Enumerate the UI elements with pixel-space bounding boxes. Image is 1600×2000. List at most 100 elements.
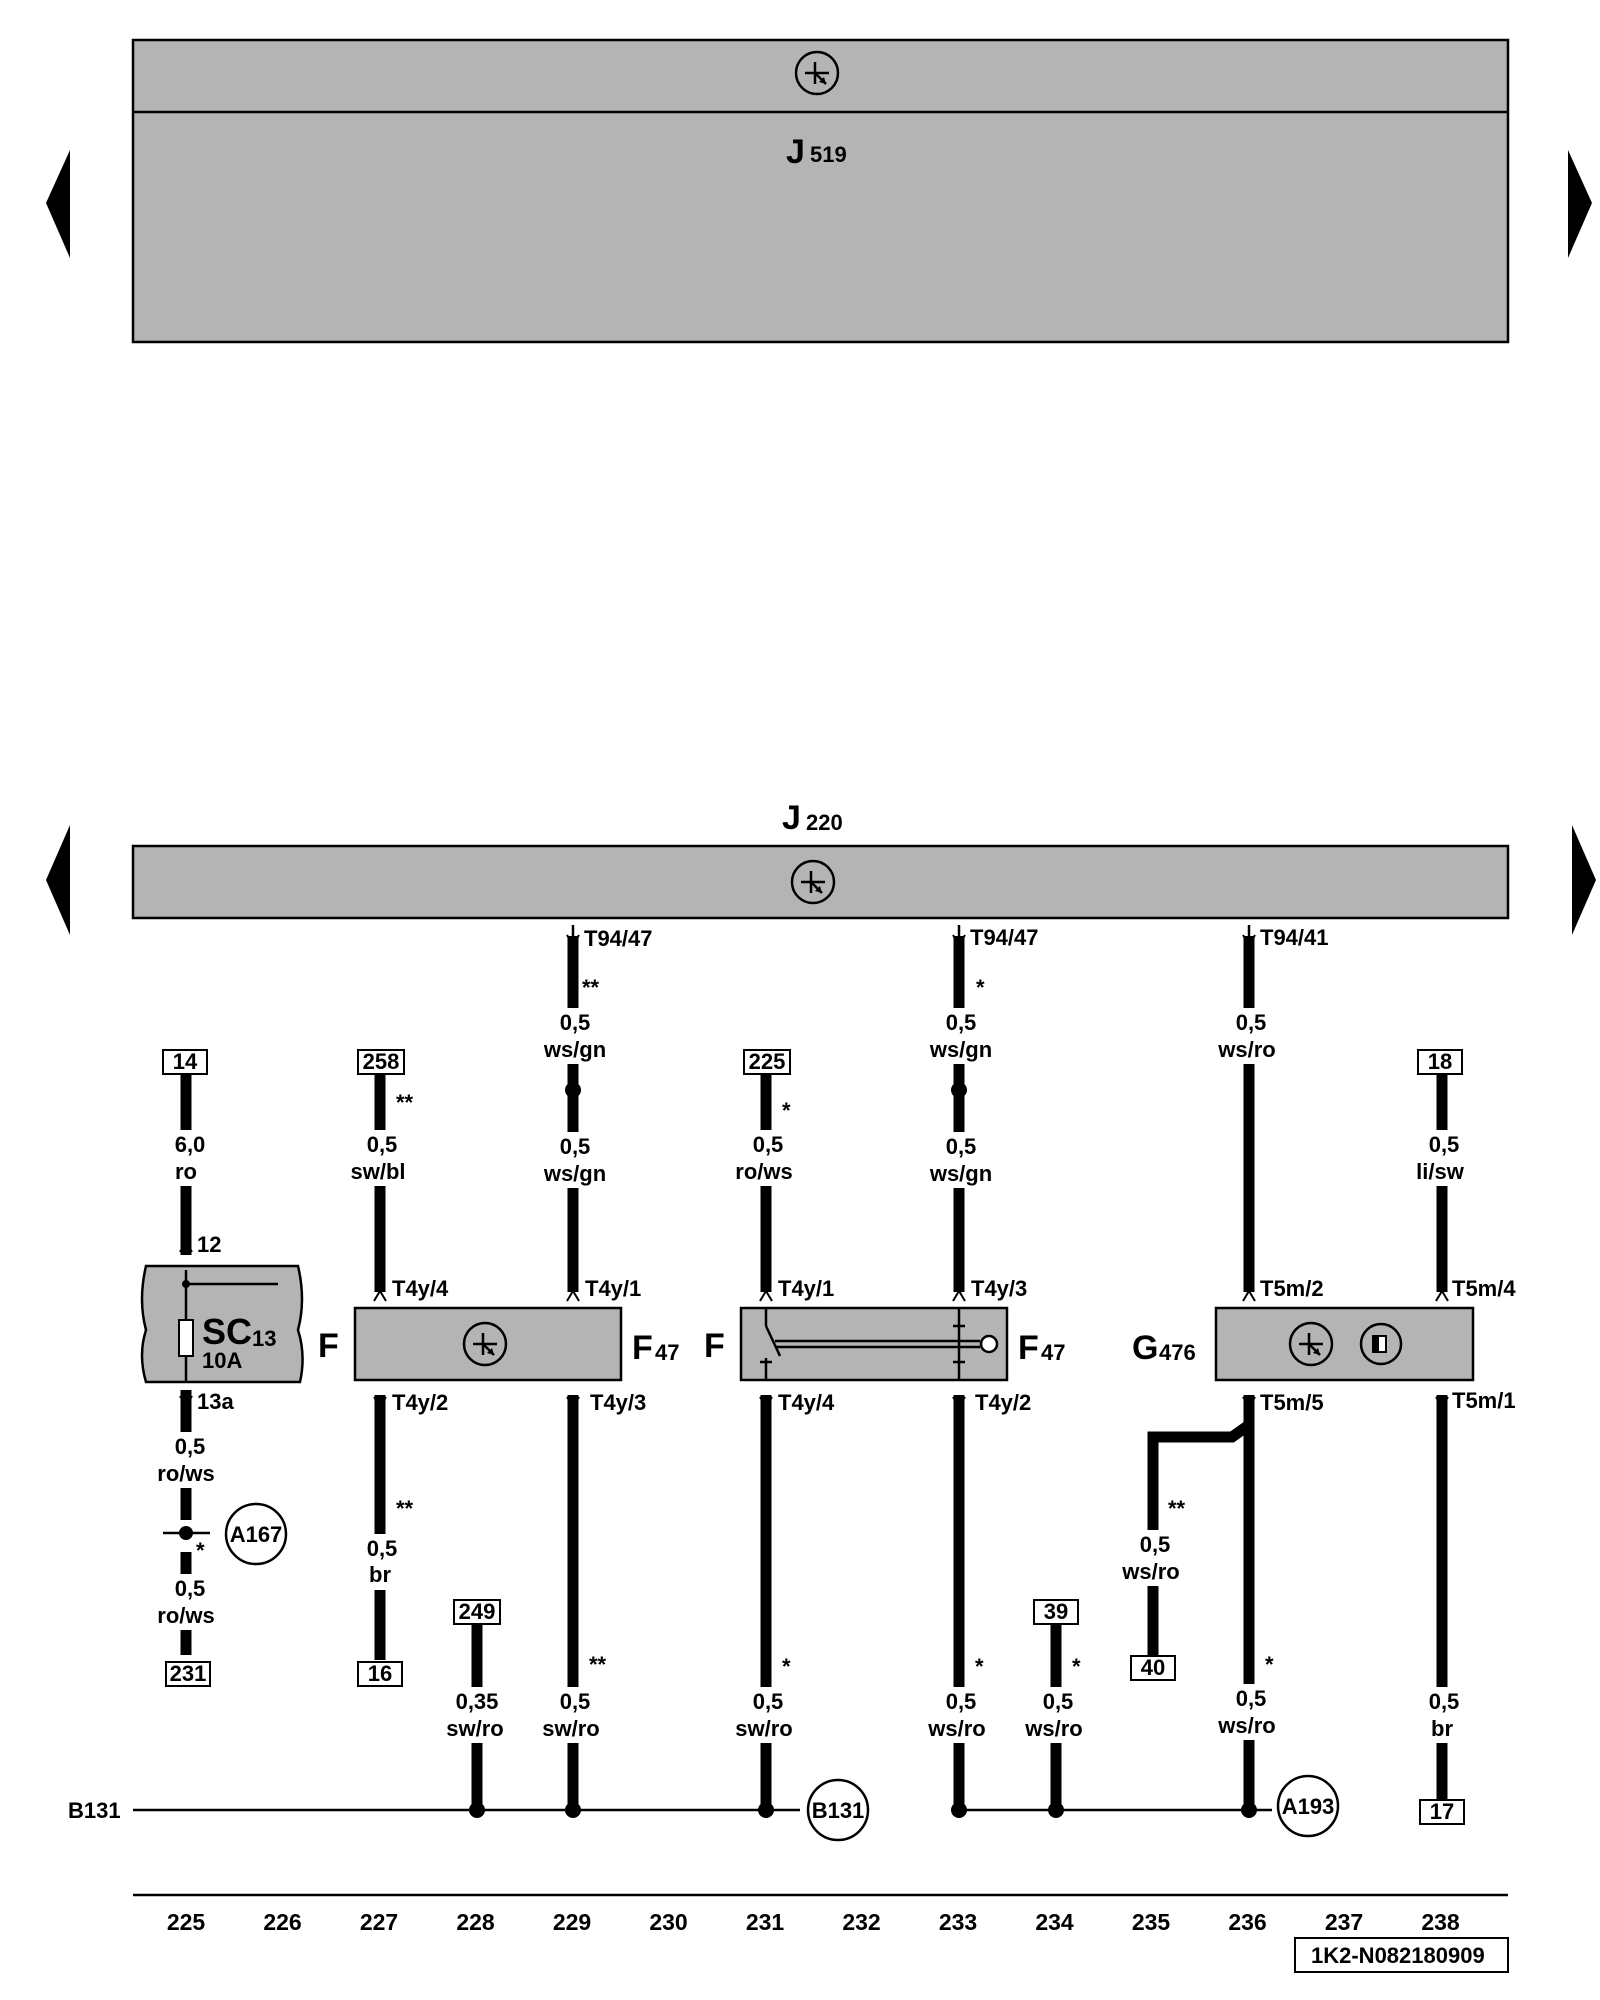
svg-text:B131: B131 — [812, 1798, 865, 1823]
wire-size: 0,5 — [1429, 1132, 1460, 1157]
ref-box[interactable]: 249 — [453, 1599, 501, 1625]
svg-text:12: 12 — [197, 1232, 221, 1257]
column-number: 238 — [1421, 1909, 1460, 1935]
svg-text:258: 258 — [363, 1049, 400, 1074]
wire-color: sw/ro — [446, 1716, 503, 1741]
wire-color: ws/ro — [1024, 1716, 1082, 1741]
splice-dot — [951, 1082, 967, 1098]
footnote-mark: * — [975, 1654, 984, 1679]
comp-right-name: G — [1132, 1329, 1158, 1367]
wire-size: 0,5 — [1429, 1689, 1460, 1714]
pin-label: T5m/5 — [1260, 1390, 1324, 1415]
wire-color: ws/ro — [1121, 1559, 1179, 1584]
wire-color: ws/gn — [929, 1037, 992, 1062]
next-page-arrow-icon[interactable] — [1572, 825, 1596, 935]
svg-text:18: 18 — [1428, 1049, 1452, 1074]
ref-box[interactable]: 14 — [162, 1049, 208, 1075]
pin-label: T4y/2 — [392, 1390, 448, 1415]
wire-color: ro/ws — [735, 1159, 792, 1184]
wire-size: 0,5 — [367, 1132, 398, 1157]
ref-box[interactable]: 18 — [1417, 1049, 1463, 1075]
svg-text:17: 17 — [1430, 1799, 1454, 1824]
ref-box[interactable]: 16 — [357, 1661, 403, 1687]
wire-size: 0,5 — [175, 1576, 206, 1601]
wire-color: ro — [175, 1159, 197, 1184]
footnote-mark: ** — [396, 1496, 414, 1521]
pin-label: T4y/1 — [585, 1276, 641, 1301]
footnote-mark: * — [1072, 1654, 1081, 1679]
connector-ref-circle[interactable]: A193 — [1276, 1774, 1340, 1838]
wire-size: 0,5 — [367, 1536, 398, 1561]
fuse-rating: 10A — [202, 1348, 242, 1373]
connector-pin: 12 — [179, 1232, 221, 1257]
connector-pin: T94/41 — [1242, 925, 1329, 950]
wire-size: 6,0 — [175, 1132, 206, 1157]
splice-dot — [469, 1802, 485, 1818]
comp-left-prefix: F — [318, 1327, 339, 1365]
fuse-number: 13 — [252, 1326, 276, 1351]
connector-ref-circle[interactable]: B131 — [806, 1778, 870, 1842]
svg-text:39: 39 — [1044, 1599, 1068, 1624]
next-page-arrow-icon[interactable] — [1568, 150, 1592, 258]
document-id: 1K2-N082180909 — [1294, 1937, 1509, 1973]
pin-label: T4y/1 — [778, 1276, 834, 1301]
svg-text:231: 231 — [170, 1661, 207, 1686]
ref-box[interactable]: 17 — [1419, 1799, 1465, 1825]
comp-mid-box — [739, 1306, 1009, 1382]
fuse-icon — [178, 1319, 194, 1357]
svg-text:249: 249 — [459, 1599, 496, 1624]
control-unit-j519 — [131, 38, 1510, 344]
wire-color: ws/gn — [543, 1037, 606, 1062]
splice-dot — [1241, 1802, 1257, 1818]
ref-box[interactable]: 40 — [1130, 1655, 1176, 1681]
prev-page-arrow-icon[interactable] — [46, 825, 70, 935]
wire-color: ws/ro — [1217, 1037, 1275, 1062]
svg-text:225: 225 — [749, 1049, 786, 1074]
svg-text:A167: A167 — [230, 1522, 283, 1547]
ref-box[interactable]: 39 — [1033, 1599, 1079, 1625]
footnote-mark: * — [976, 975, 985, 1000]
svg-text:16: 16 — [368, 1661, 392, 1686]
column-number: 236 — [1228, 1909, 1266, 1935]
footnote-mark: * — [196, 1538, 205, 1563]
column-number: 235 — [1132, 1909, 1171, 1935]
footnote-mark: * — [1265, 1652, 1274, 1677]
pin-label: T4y/4 — [778, 1390, 835, 1415]
connector-pin: T94/47 — [566, 925, 653, 951]
svg-text:A193: A193 — [1282, 1794, 1335, 1819]
column-number: 229 — [553, 1909, 591, 1935]
wire-color: br — [1431, 1716, 1453, 1741]
pin-label: T5m/2 — [1260, 1276, 1324, 1301]
wire-size: 0,5 — [560, 1010, 591, 1035]
wire-color: ws/gn — [543, 1161, 606, 1186]
footnote-mark: * — [782, 1654, 791, 1679]
connector-ref-circle[interactable]: A167 — [224, 1502, 288, 1566]
ref-box[interactable]: 225 — [743, 1049, 791, 1075]
footnote-mark: * — [782, 1098, 791, 1123]
sensor-icon — [1359, 1322, 1403, 1366]
column-number: 226 — [263, 1909, 301, 1935]
wire-size: 0,5 — [946, 1010, 977, 1035]
ref-box[interactable]: 231 — [165, 1661, 211, 1687]
pin-label: T4y/2 — [975, 1390, 1031, 1415]
svg-text:T94/47: T94/47 — [584, 926, 653, 951]
wire-size: 0,35 — [456, 1689, 499, 1714]
connector-pin: 13a — [179, 1389, 234, 1414]
j519-number: 519 — [810, 142, 847, 167]
ref-box[interactable]: 258 — [357, 1049, 405, 1075]
comp-right-number: 476 — [1159, 1340, 1196, 1365]
pin-label: T5m/4 — [1452, 1276, 1516, 1301]
column-number: 233 — [939, 1909, 977, 1935]
column-number: 232 — [842, 1909, 880, 1935]
wire-size: 0,5 — [560, 1689, 591, 1714]
prev-page-arrow-icon[interactable] — [46, 150, 70, 258]
fuse-name: SC — [202, 1311, 252, 1352]
wire-color: sw/ro — [542, 1716, 599, 1741]
electronic-symbol-icon — [462, 1321, 508, 1367]
wire-size: 0,5 — [1043, 1689, 1074, 1714]
comp-right-box — [1214, 1306, 1475, 1382]
column-number: 230 — [649, 1909, 687, 1935]
svg-text:T94/47: T94/47 — [970, 925, 1039, 950]
wire-color: ro/ws — [157, 1461, 214, 1486]
